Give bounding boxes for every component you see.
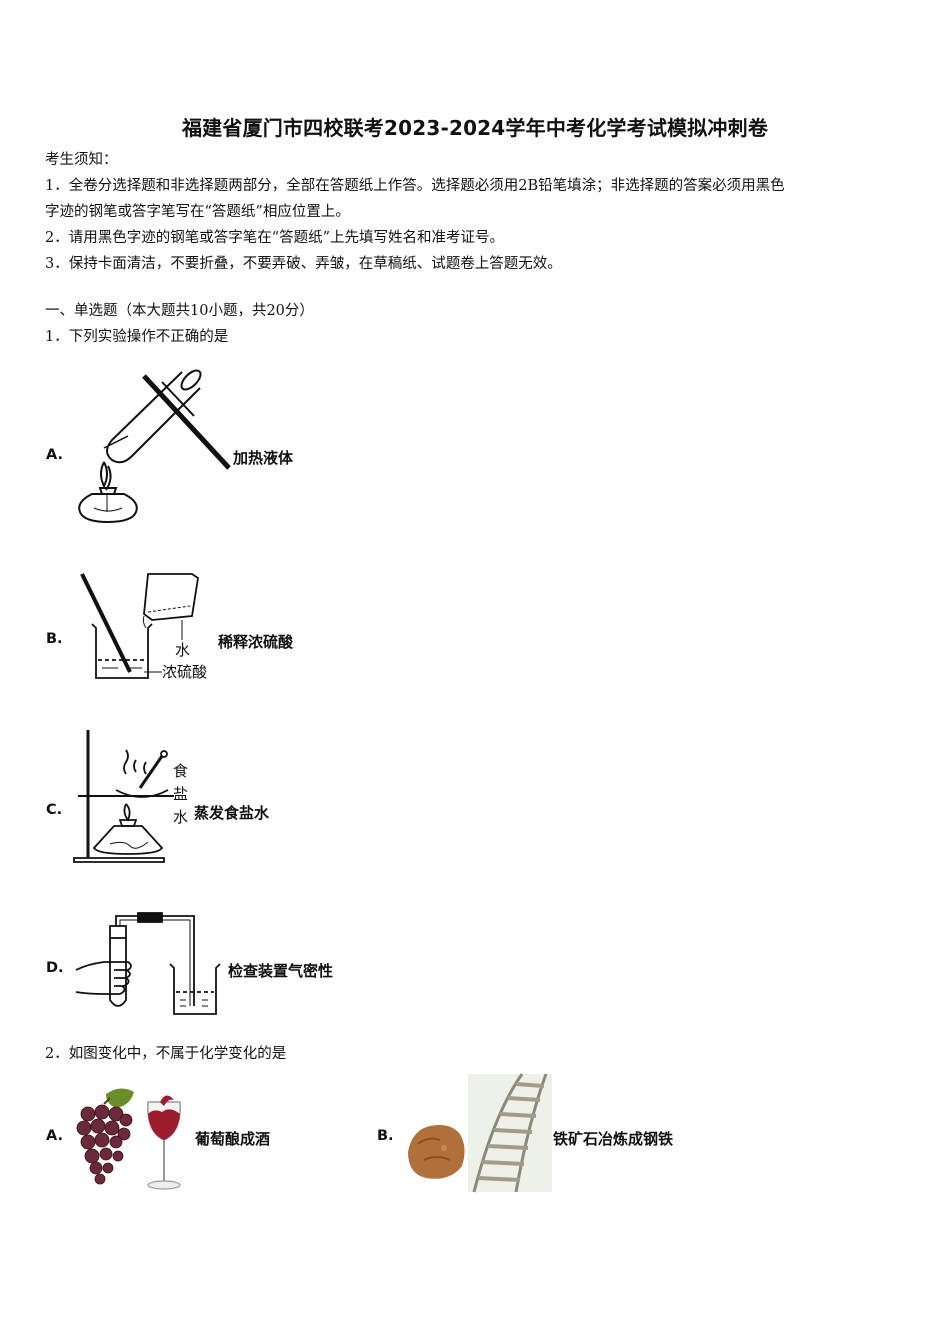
dilution-figure: 水 浓硫酸 (80, 573, 207, 681)
q2-option-b-label: 铁矿石冶炼成钢铁 (553, 1130, 674, 1148)
notice-item-1-cont: 字迹的钢笔或答字笔写在“答题纸”相应位置上。 (45, 204, 350, 220)
dilution-label-water: 水 (175, 641, 190, 659)
question-1-stem: 1．下列实验操作不正确的是 (45, 329, 229, 345)
q2-option-a-letter[interactable]: A. (46, 1128, 63, 1144)
grape-wine-picture (76, 1088, 181, 1190)
q1-option-d-label: 检查装置气密性 (228, 962, 334, 980)
section-heading: 一、单选题（本大题共10小题，共20分） (45, 303, 314, 319)
q1-option-c-label: 蒸发食盐水 (194, 804, 270, 822)
q1-option-a-letter[interactable]: A. (46, 447, 63, 463)
q1-option-b-letter[interactable]: B. (46, 631, 63, 647)
heating-liquid-figure (78, 369, 231, 524)
q1-option-d-letter[interactable]: D. (46, 960, 64, 976)
question-2-stem: 2．如图变化中，不属于化学变化的是 (45, 1046, 287, 1062)
notice-heading: 考生须知： (45, 152, 118, 168)
evaporation-label-3: 水 (173, 808, 188, 826)
q1-option-b-label: 稀释浓硫酸 (218, 633, 294, 651)
page-title: 福建省厦门市四校联考2023-2024学年中考化学考试模拟冲刺卷 (181, 116, 769, 140)
evaporation-label-1: 食 (173, 762, 188, 780)
q1-option-a-label: 加热液体 (233, 449, 294, 467)
notice-item-2: 2．请用黑色字迹的钢笔或答字笔在“答题纸”上先填写姓名和准考证号。 (45, 230, 505, 246)
evaporation-label-2: 盐 (173, 785, 188, 803)
evaporation-figure: 食 盐 水 (73, 730, 188, 863)
dilution-label-acid: 浓硫酸 (162, 663, 207, 681)
q2-option-b-letter[interactable]: B. (377, 1128, 394, 1144)
notice-item-3: 3．保持卡面清洁，不要折叠，不要弄破、弄皱，在草稿纸、试题卷上答题无效。 (45, 256, 562, 272)
q2-option-a-label: 葡萄酿成酒 (195, 1130, 271, 1148)
ore-rail-picture (408, 1073, 552, 1193)
notice-item-1: 1．全卷分选择题和非选择题两部分，全部在答题纸上作答。选择题必须用2B铅笔填涂；… (45, 178, 785, 194)
airtightness-figure (75, 912, 221, 1015)
q1-option-c-letter[interactable]: C. (46, 802, 63, 818)
